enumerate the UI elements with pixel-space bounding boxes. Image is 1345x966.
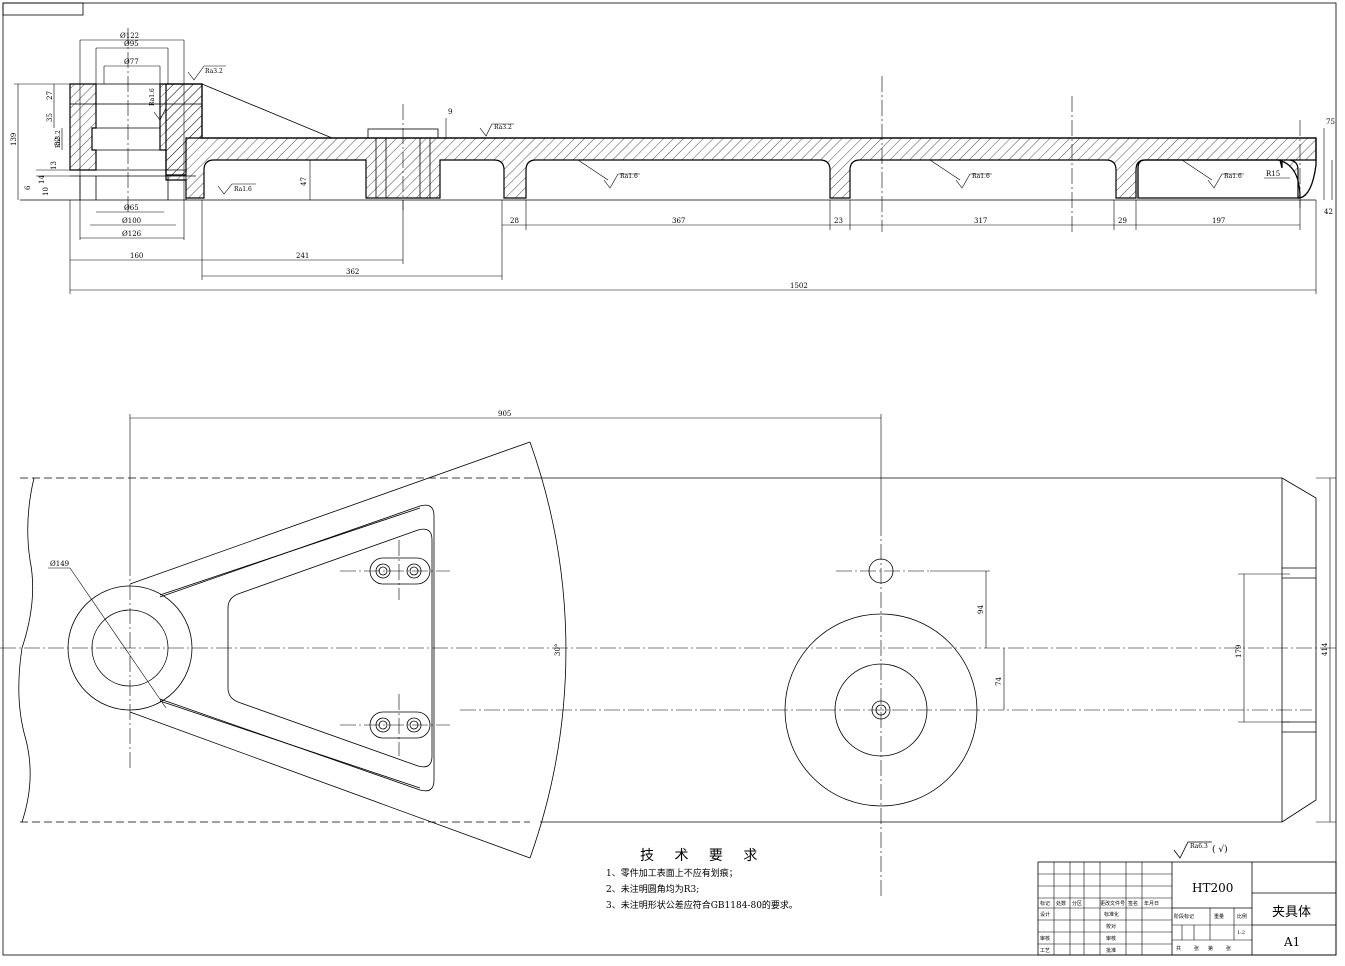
- dim-l23: 23: [834, 217, 843, 225]
- tb-row-review: 审核: [1040, 935, 1050, 942]
- tb-sheet-2: 第: [1208, 945, 1213, 952]
- ra-8: Ra1.6: [1224, 173, 1242, 180]
- technical-requirements: 技 术 要 求 1、零件加工表面上不应有划痕； 2、未注明圆角均为R3; 3、未…: [606, 848, 798, 911]
- dim-h9: 9: [448, 108, 452, 116]
- sector-arc: [529, 441, 567, 859]
- pocket-inner: [227, 528, 433, 768]
- ra-5: Ra3.2: [494, 124, 512, 131]
- dim-l362: 362: [346, 268, 359, 276]
- requirements-title: 技 术 要 求: [640, 848, 765, 864]
- dim-h35: 35: [46, 113, 54, 122]
- tb-scale-label: 比例: [1237, 913, 1247, 920]
- tb-mid-0: 标准化: [1104, 911, 1119, 918]
- dim-h47: 47: [300, 177, 308, 186]
- tb-sheet-1: 张: [1194, 945, 1199, 952]
- beam-left-break: [18, 477, 35, 823]
- tb-mid-1: 校对: [1106, 923, 1116, 930]
- tb-header-2: 分区: [1072, 900, 1082, 907]
- boss-top: [69, 83, 203, 105]
- tb-sheet-3: 张: [1226, 945, 1231, 952]
- ra-3: Ra3.2: [55, 130, 62, 148]
- sheet-size: A1: [1283, 935, 1300, 949]
- requirement-2: 2、未注明圆角均为R3;: [606, 883, 699, 895]
- dim-l29: 29: [1118, 217, 1127, 225]
- dim-d95: Ø95: [124, 40, 139, 48]
- tb-scale: 1:2: [1237, 930, 1245, 936]
- general-ra: Ra6.3: [1190, 843, 1208, 850]
- tb-mid-2: 审核: [1106, 935, 1116, 942]
- tb-header-1: 处数: [1056, 900, 1066, 907]
- tb-mid-3: 批准: [1106, 947, 1116, 954]
- dim-d122: Ø122: [120, 32, 139, 40]
- plan-view: [0, 441, 1336, 896]
- dim-h10: 10: [42, 187, 50, 196]
- dim-l160: 160: [130, 252, 143, 260]
- plan-dimensions: 905 Ø149 30° 94 74 179 414: [48, 410, 1336, 823]
- tb-row-design: 设计: [1040, 911, 1050, 918]
- tb-weight: 重量: [1214, 913, 1224, 920]
- tb-row-process: 工艺: [1040, 948, 1050, 954]
- section-view: [20, 28, 1317, 232]
- dim-h27: 27: [46, 91, 54, 100]
- general-roughness: Ra6.3 ( √): [1173, 841, 1228, 859]
- dim-v414: 414: [1321, 642, 1329, 656]
- requirement-1: 1、零件加工表面上不应有划痕；: [606, 867, 738, 879]
- dim-h75: 75: [1326, 118, 1335, 126]
- dim-l905: 905: [498, 410, 511, 418]
- dim-l241: 241: [296, 252, 309, 260]
- ra-7: Ra1.6: [972, 173, 990, 180]
- dim-l28: 28: [510, 217, 519, 225]
- ra-4: Ra1.6: [234, 186, 252, 193]
- dim-d149: Ø149: [50, 560, 69, 568]
- requirement-3: 3、未注明形状公差应符合GB1184-80的要求。: [606, 899, 798, 911]
- dim-v94: 94: [977, 605, 985, 614]
- dim-d126: Ø126: [122, 230, 142, 238]
- dim-v74: 74: [995, 677, 1003, 686]
- tb-header-5: 年月日: [1144, 900, 1159, 907]
- dim-r15: R15: [1266, 170, 1280, 178]
- tb-header-3: 更改文件号: [1100, 900, 1125, 907]
- dim-angle: 30°: [554, 644, 562, 656]
- tb-header-4: 签名: [1128, 900, 1138, 907]
- dim-l317: 317: [974, 217, 987, 225]
- section-dimensions: Ø122 Ø95 Ø77 Ø65 Ø100 Ø126 139 27 35 32 …: [10, 32, 1335, 294]
- tb-sheet-0: 共: [1176, 945, 1181, 952]
- dim-d77: Ø77: [124, 58, 139, 66]
- dim-h32: 32: [54, 137, 62, 146]
- ra-6: Ra1.6: [620, 173, 638, 180]
- ra-2: Ra1.6: [149, 88, 156, 106]
- part-name: 夹具体: [1272, 905, 1311, 920]
- ra-1: Ra3.2: [205, 68, 223, 75]
- dim-d100: Ø100: [122, 217, 141, 225]
- dim-l1502: 1502: [790, 282, 808, 290]
- boss-left-wall: [69, 83, 97, 171]
- tb-header-0: 标记: [1040, 900, 1050, 907]
- dim-h6: 6: [24, 185, 32, 190]
- dim-l367: 367: [672, 217, 685, 225]
- dim-v179: 179: [1235, 645, 1243, 658]
- dim-d65: Ø65: [124, 204, 139, 212]
- dim-h42: 42: [1324, 208, 1333, 216]
- section-roughness: Ra3.2 Ra1.6 Ra3.2 Ra1.6 Ra3.2 Ra1.6 Ra1.…: [55, 65, 1244, 195]
- dim-h13: 13: [50, 161, 58, 170]
- section-top-slab: [165, 83, 1317, 199]
- dim-h14: 14: [38, 175, 46, 184]
- general-ra-suffix: ( √): [1212, 844, 1228, 855]
- corner-tab: [2, 2, 84, 16]
- material: HT200: [1192, 881, 1233, 895]
- dim-l197: 197: [1212, 217, 1225, 225]
- title-block: 标记 处数 分区 更改文件号 签名 年月日 设计 审核 工艺 标准化 校对 审核…: [1037, 861, 1337, 956]
- tb-stage: 阶段标记: [1174, 913, 1194, 920]
- dim-h139: 139: [10, 133, 18, 146]
